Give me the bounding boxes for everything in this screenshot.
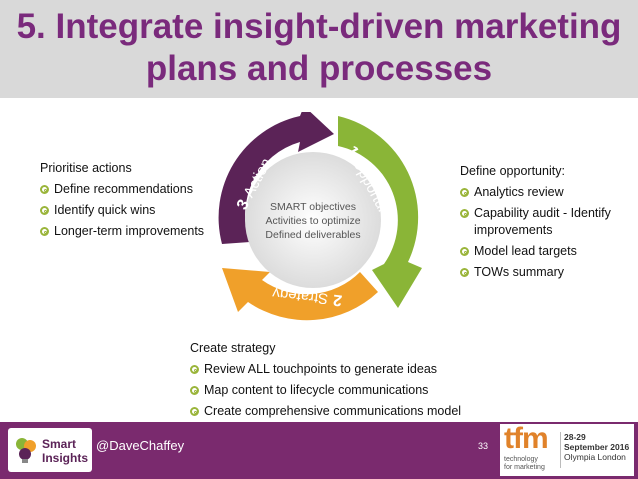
page-number: 33 (478, 441, 489, 451)
logo-text-insights: Insights (42, 451, 89, 465)
bullet-icon (460, 209, 469, 218)
bullet-icon (460, 247, 469, 256)
block-heading: Define opportunity: (460, 164, 565, 178)
center-line3: Defined deliverables (265, 229, 360, 241)
slide-title-line1: 5. Integrate insight-driven marketing (16, 7, 622, 46)
divider (560, 432, 561, 468)
list-item: Define recommendations (40, 181, 210, 198)
bullet-icon (190, 365, 199, 374)
bullet-icon (190, 386, 199, 395)
center-line1: SMART objectives (270, 201, 356, 213)
center-line2: Activities to optimize (265, 215, 360, 227)
list-item: TOWs summary (460, 264, 620, 281)
bullet-icon (40, 227, 49, 236)
segment-action (218, 112, 334, 244)
list-item: Create comprehensive communications mode… (190, 403, 490, 420)
bullet-icon (40, 185, 49, 194)
block-heading: Prioritise actions (40, 161, 132, 175)
cycle-diagram: SMART objectives Activities to optimize … (218, 112, 422, 321)
bullet-icon (40, 206, 49, 215)
segment-strategy (222, 268, 378, 321)
strategy-number: 2 (332, 291, 343, 309)
list-item: Model lead targets (460, 243, 620, 260)
list-item: Map content to lifecycle communications (190, 382, 490, 399)
tfm-event-logo[interactable]: tfm technology for marketing 28-29 Septe… (500, 422, 634, 476)
slide-title-line2: plans and processes (145, 49, 493, 88)
twitter-handle[interactable]: @DaveChaffey (96, 438, 185, 453)
logo-text-smart: Smart (42, 437, 77, 451)
smart-insights-icon (16, 438, 36, 463)
bullet-icon (190, 407, 199, 416)
bullet-icon (460, 268, 469, 277)
block-heading: Create strategy (190, 341, 276, 355)
footer-bar: Smart Insights @DaveChaffey 33 tfm techn… (0, 422, 638, 479)
title-bar (0, 0, 638, 98)
tfm-tagline: technology for marketing (504, 456, 545, 471)
segment-opportunity (338, 116, 422, 308)
list-item: Review ALL touchpoints to generate ideas (190, 361, 490, 378)
smart-insights-logo[interactable]: Smart Insights (8, 428, 92, 472)
slide-title: 5. Integrate insight-driven marketing pl… (0, 6, 638, 90)
list-item: Identify quick wins (40, 202, 210, 219)
cycle-center (245, 152, 381, 288)
strategy-label: Strategy (271, 284, 329, 307)
list-item: Longer-term improvements (40, 223, 210, 240)
create-strategy-block: Create strategy Review ALL touchpoints t… (190, 340, 490, 424)
event-dates: 28-29 September 2016 Olympia London (564, 432, 630, 462)
define-opportunity-block: Define opportunity: Analytics review Cap… (460, 163, 620, 285)
prioritise-actions-block: Prioritise actions Define recommendation… (40, 160, 210, 244)
tfm-wordmark: tfm (504, 422, 549, 455)
bullet-icon (460, 188, 469, 197)
list-item: Capability audit - Identify improvements (460, 205, 620, 239)
list-item: Analytics review (460, 184, 620, 201)
